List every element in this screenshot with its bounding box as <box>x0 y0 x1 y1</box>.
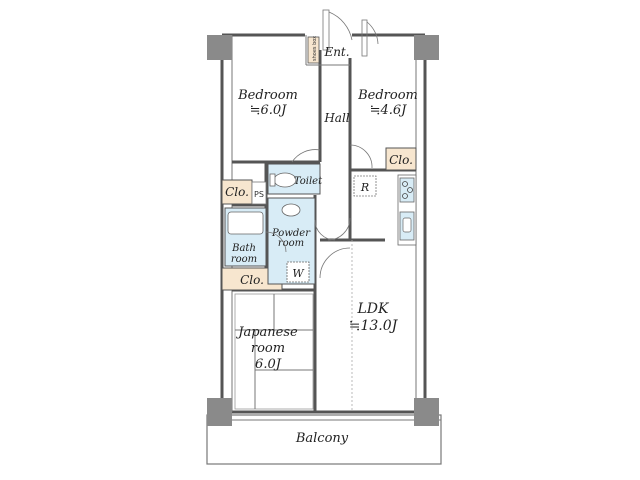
toilet-room: Toilet <box>267 163 323 195</box>
ldk-size: ≒13.0J <box>349 318 399 334</box>
closet-top-right <box>385 147 417 171</box>
powder-room-label-1: Powder <box>271 228 311 239</box>
pillar-top-left <box>207 35 232 60</box>
pillar-top-right <box>414 35 439 60</box>
pipe-space: PS <box>251 181 267 205</box>
refrigerator-space: R <box>353 175 377 197</box>
closet-label-top-right: Clo. <box>389 153 413 167</box>
japanese-room-tatami <box>234 293 314 410</box>
shoe-box: shoes box <box>307 36 320 64</box>
washer-label: W <box>292 267 305 280</box>
closet-left-mid <box>221 179 253 205</box>
japanese-room-name-1: Japanese <box>235 325 298 340</box>
balcony-label: Balcony <box>295 431 349 446</box>
bedroom-right-name: Bedroom <box>357 88 418 103</box>
pillar-bottom-left <box>207 398 232 426</box>
door-swings <box>265 144 373 279</box>
powder-room: Powder room W <box>267 197 316 285</box>
closet-label-left-bottom: Clo. <box>240 273 264 287</box>
shoe-box-label: shoes box <box>312 36 318 61</box>
balcony-area <box>206 414 442 465</box>
bathroom-label-2: room <box>231 254 257 265</box>
outer-walls <box>220 33 427 415</box>
sink-icon <box>281 203 301 217</box>
washer-space <box>286 261 310 283</box>
bathtub-icon <box>227 211 264 235</box>
bedroom-right-size: ≒4.6J <box>370 103 408 118</box>
closets: Clo. Clo. Clo. <box>221 147 417 291</box>
toilet-bowl-icon <box>273 172 297 188</box>
structural-pillars <box>207 35 439 426</box>
japanese-room-size: 6.0J <box>255 357 282 372</box>
bathroom: Bath room <box>224 207 267 267</box>
bathroom-label-1: Bath <box>231 243 256 254</box>
bedroom-left-size: ≒6.0J <box>250 103 288 118</box>
entrance-label: Ent. <box>323 45 349 59</box>
closet-label-left-mid: Clo. <box>225 185 249 199</box>
entrance-doors <box>322 9 379 57</box>
japanese-room-name-2: room <box>251 341 285 356</box>
pillar-bottom-right <box>414 398 439 426</box>
toilet-label: Toilet <box>294 176 323 187</box>
ps-label: PS <box>254 190 264 199</box>
stove-icon <box>399 177 415 203</box>
hall-label: Hall <box>323 111 349 125</box>
kitchen-counter <box>397 174 417 246</box>
bedroom-left-name: Bedroom <box>237 88 298 103</box>
refrigerator-label: R <box>360 181 369 194</box>
ldk-name: LDK <box>357 301 391 317</box>
powder-room-label-2: room <box>278 238 304 249</box>
